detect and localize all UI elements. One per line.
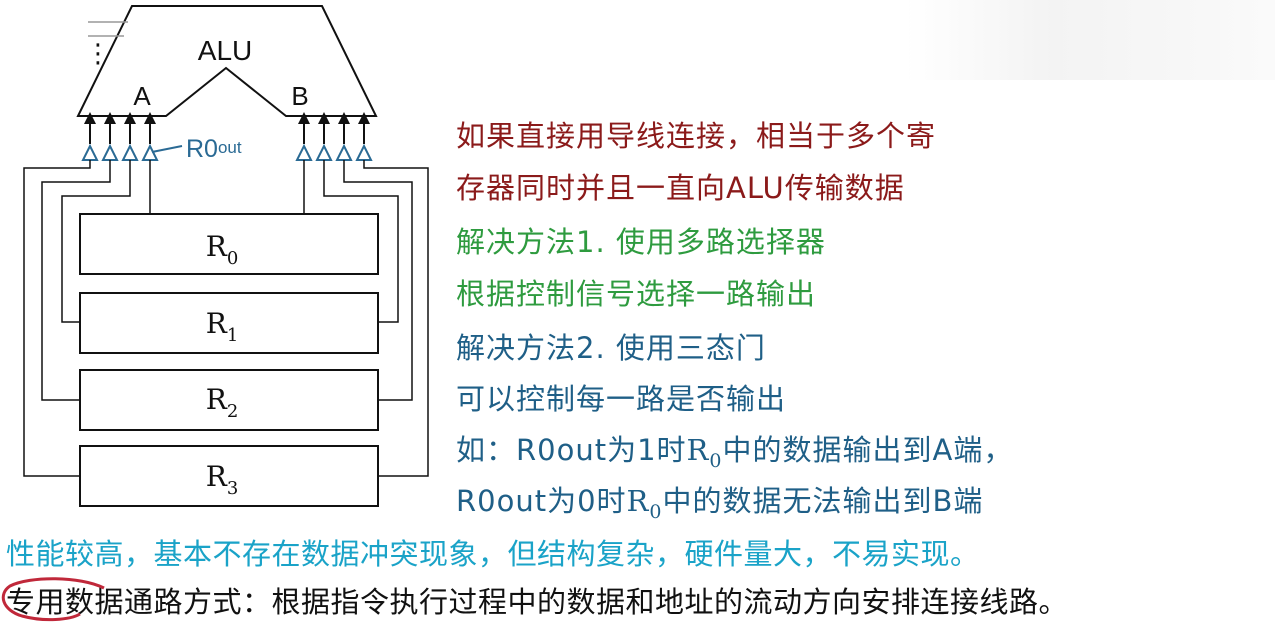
svg-text:R2: R2 — [206, 383, 239, 422]
r0out-label: R0out — [186, 135, 242, 163]
alu-port-a: A — [133, 81, 151, 111]
summary-line: 性能较高，基本不存在数据冲突现象，但结构复杂，硬件量大，不易实现。 — [6, 537, 980, 571]
register-r1: R1 — [79, 292, 379, 354]
register-wires — [23, 160, 429, 477]
svg-text:R1: R1 — [206, 307, 239, 346]
text-line-5: 解决方法2. 使用三态门 — [456, 331, 766, 365]
alu-block: ALU A B ⋮ — [76, 5, 378, 117]
ellipsis-dots: ⋮ — [85, 39, 111, 69]
alu-label: ALU — [198, 35, 252, 66]
register-r0: R0 — [79, 213, 379, 275]
text-line-3: 解决方法1. 使用多路选择器 — [456, 225, 826, 259]
alu-input-arrows — [84, 112, 370, 144]
background-wash — [905, 0, 1275, 80]
text-line-7: 如：R0out为1时R0中的数据输出到A端， — [456, 433, 1014, 472]
annotation-circle — [1, 577, 105, 622]
register-r2: R2 — [79, 369, 379, 431]
dedicated-path-line: 专用数据通路方式：根据指令执行过程中的数据和地址的流动方向安排连接线路。 — [6, 585, 1069, 619]
text-line-6: 可以控制每一路是否输出 — [456, 382, 787, 416]
alu-port-b: B — [291, 81, 308, 111]
text-line-8: R0out为0时R0中的数据无法输出到B端 — [456, 484, 984, 523]
text-line-2: 存器同时并且一直向ALU传输数据 — [456, 171, 905, 205]
text-line-4: 根据控制信号选择一路输出 — [456, 277, 817, 311]
svg-text:R3: R3 — [206, 460, 239, 499]
register-alu-diagram: ALU A B ⋮ R0out — [23, 5, 429, 507]
text-line-1: 如果直接用导线连接，相当于多个寄 — [456, 119, 937, 153]
register-r3: R3 — [79, 445, 379, 507]
svg-text:R0: R0 — [206, 230, 239, 269]
